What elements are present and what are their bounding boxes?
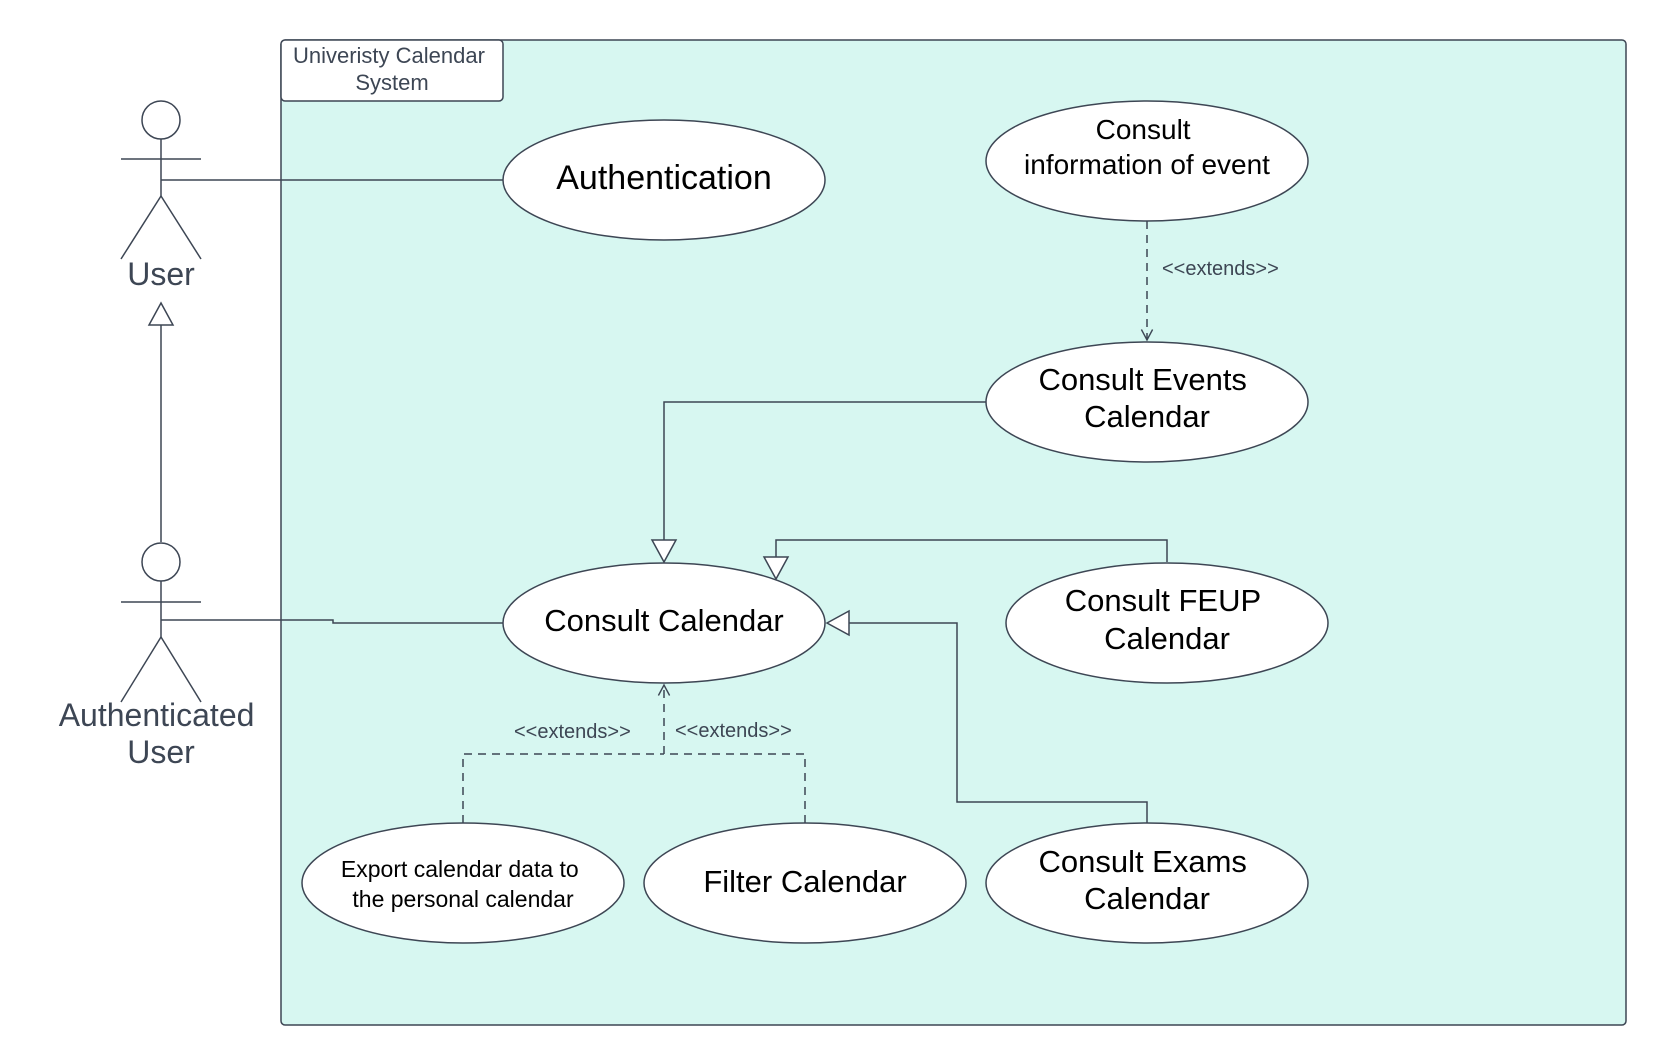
extends-export-filter-lines <box>462 683 806 823</box>
system-title-box <box>280 39 504 102</box>
generalization-auth-user-to-user <box>147 301 175 542</box>
svg-text:Consult Calendar: Consult Calendar <box>544 603 784 638</box>
use-case-consult-events-calendar[interactable]: Consult Events Calendar <box>985 341 1309 463</box>
actor-user[interactable] <box>120 100 202 260</box>
extends-export-label: <<extends>> <box>514 721 631 743</box>
svg-text:Filter Calendar: Filter Calendar <box>703 864 906 899</box>
use-case-export-calendar[interactable]: Export calendar data to the personal cal… <box>301 822 625 944</box>
system-title: Univeristy Calendar System <box>293 43 491 95</box>
system-boundary <box>280 39 1627 1026</box>
association-authuser-consult-calendar <box>161 619 503 624</box>
svg-text:Export calendar data to: Export calendar data to the personal cal… <box>341 856 585 912</box>
svg-text:Authentication: Authentication <box>556 159 772 197</box>
svg-text:Consult FEUP Calendar: Consult FEUP Calendar <box>1065 583 1269 656</box>
use-case-filter-calendar[interactable]: Filter Calendar <box>643 822 967 944</box>
extends-info-event-label: <<extends>> <box>1162 258 1279 280</box>
svg-text:Consult information of e: Consult information of event <box>1024 114 1270 180</box>
actor-user-label: User <box>127 256 195 292</box>
use-case-consult-calendar[interactable]: Consult Calendar <box>502 562 826 684</box>
generalization-feup-to-calendar <box>762 539 1168 581</box>
extends-filter-label: <<extends>> <box>675 720 792 742</box>
generalization-events-to-calendar <box>650 401 986 564</box>
generalization-exams-to-calendar <box>825 609 1148 823</box>
svg-text:Consult Exams Calendar: Consult Exams Calendar <box>1038 844 1255 916</box>
svg-text:Consult Events Calendar: Consult Events Calendar <box>1038 362 1255 434</box>
use-case-authentication[interactable]: Authentication <box>502 119 826 241</box>
actor-authenticated-user-label: Authenticated User <box>59 697 264 770</box>
actor-authenticated-user[interactable] <box>120 542 202 703</box>
use-case-consult-exams-calendar[interactable]: Consult Exams Calendar <box>985 822 1309 944</box>
use-case-consult-feup-calendar[interactable]: Consult FEUP Calendar <box>1005 562 1329 684</box>
use-case-consult-info-event[interactable]: Consult information of event <box>985 100 1309 222</box>
